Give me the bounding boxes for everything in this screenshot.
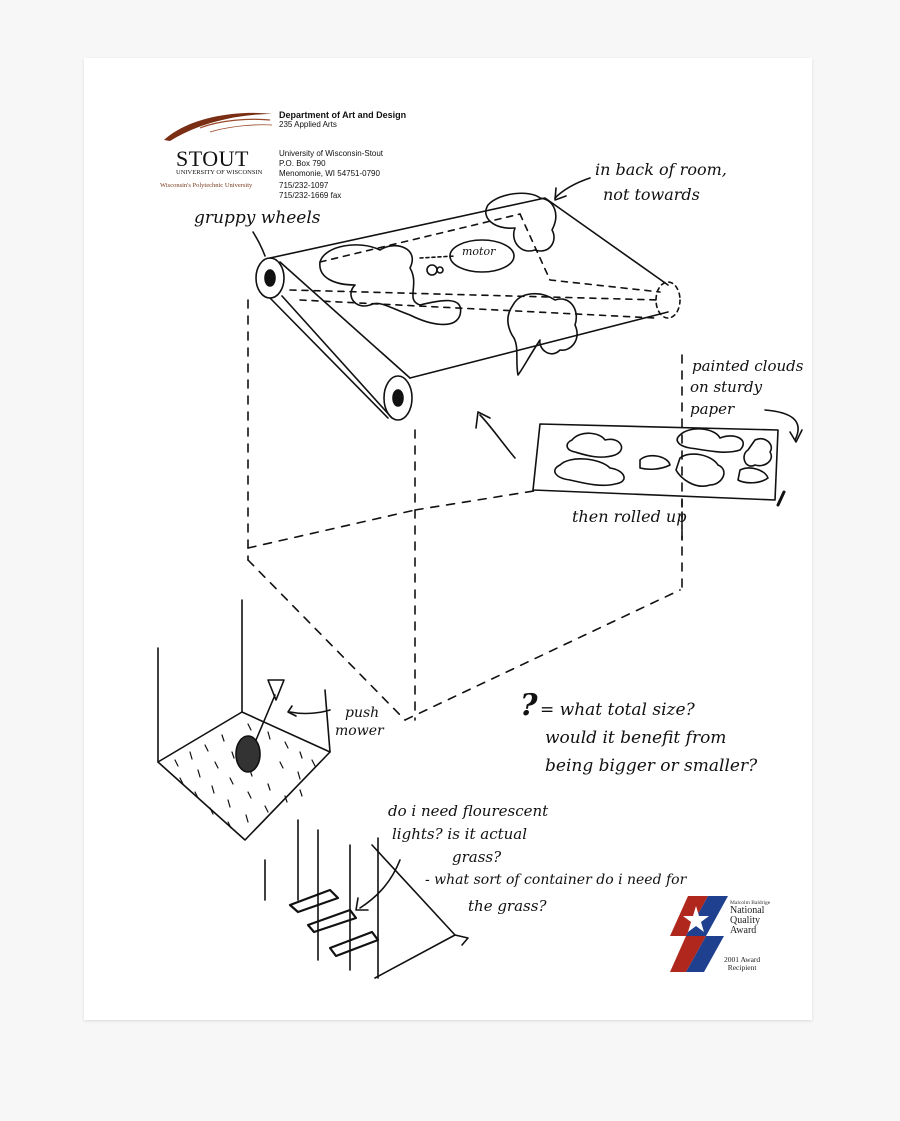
stout-logo-subtitle: UNIVERSITY OF WISCONSIN	[176, 169, 263, 176]
award-line-quality: Quality	[730, 915, 760, 926]
award-line-award: Award	[730, 925, 757, 936]
note-lights-3: grass?	[452, 848, 502, 866]
grass-patch-with-mower	[157, 599, 331, 841]
note-lights-1: do i need flourescent	[388, 802, 549, 820]
award-title: National Quality Award	[730, 906, 764, 936]
mower-body	[235, 735, 261, 773]
city-zip: Menomonie, WI 54751-0790	[279, 169, 380, 178]
note-size-question-3: being bigger or smaller?	[545, 756, 758, 776]
back-note-arrow	[554, 177, 591, 199]
grass-container-sketch	[264, 819, 469, 979]
painted-clouds-paper	[475, 409, 803, 541]
po-box: P.O. Box 790	[279, 159, 326, 168]
stout-tagline: Wisconsin's Polytechnic University	[160, 182, 253, 189]
note-painted-2: on sturdy	[690, 378, 763, 396]
front-wheel-right	[383, 375, 413, 421]
university-name: University of Wisconsin-Stout	[279, 149, 384, 158]
award-line-national: National	[730, 905, 765, 916]
award-recipient-line: Recipient	[727, 963, 757, 972]
paper-sheet	[84, 58, 812, 1020]
note-lights-4: - what sort of container do i need for	[425, 872, 687, 888]
phone-number: 715/232-1097	[279, 181, 329, 190]
department-address: 235 Applied Arts	[279, 120, 337, 129]
letterhead: STOUT UNIVERSITY OF WISCONSIN Wisconsin'…	[160, 108, 410, 201]
university-address: University of Wisconsin-Stout P.O. Box 7…	[279, 149, 383, 179]
department-name: Department of Art and Design	[279, 110, 407, 120]
note-push: push	[345, 705, 380, 721]
stout-logo-word: STOUT	[176, 146, 249, 171]
note-lights-2: lights? is it actual	[392, 825, 528, 843]
award-subtitle: Malcolm Baldrige	[730, 900, 771, 906]
note-rolled-up: then rolled up	[572, 507, 687, 526]
cloud-roller-box	[247, 192, 683, 721]
stout-swoosh-logo	[164, 112, 273, 141]
note-size-question-mark: ?	[520, 688, 538, 723]
note-mower: mower	[335, 723, 384, 739]
note-motor: motor	[462, 245, 496, 258]
note-size-question-2: would it benefit from	[545, 728, 727, 748]
baldrige-award-logo: Malcolm Baldrige National Quality Award …	[668, 892, 788, 982]
note-size-question-1: = what total size?	[540, 700, 695, 720]
note-gruppy-wheels: gruppy wheels	[194, 208, 321, 228]
note-back-of-room-2: not towards	[603, 185, 700, 204]
award-year: 2001 Award Recipient	[724, 956, 760, 972]
note-painted-3: paper	[690, 400, 735, 418]
note-lights-5: the grass?	[468, 897, 547, 915]
fax-number: 715/232-1669 fax	[279, 191, 342, 200]
award-year-line: 2001 Award	[724, 955, 761, 964]
contact-numbers: 715/232-1097 715/232-1669 fax	[279, 181, 341, 201]
award-flag-icon	[670, 896, 728, 972]
note-back-of-room-1: in back of room,	[595, 160, 727, 179]
note-painted-1: painted clouds	[692, 357, 804, 375]
